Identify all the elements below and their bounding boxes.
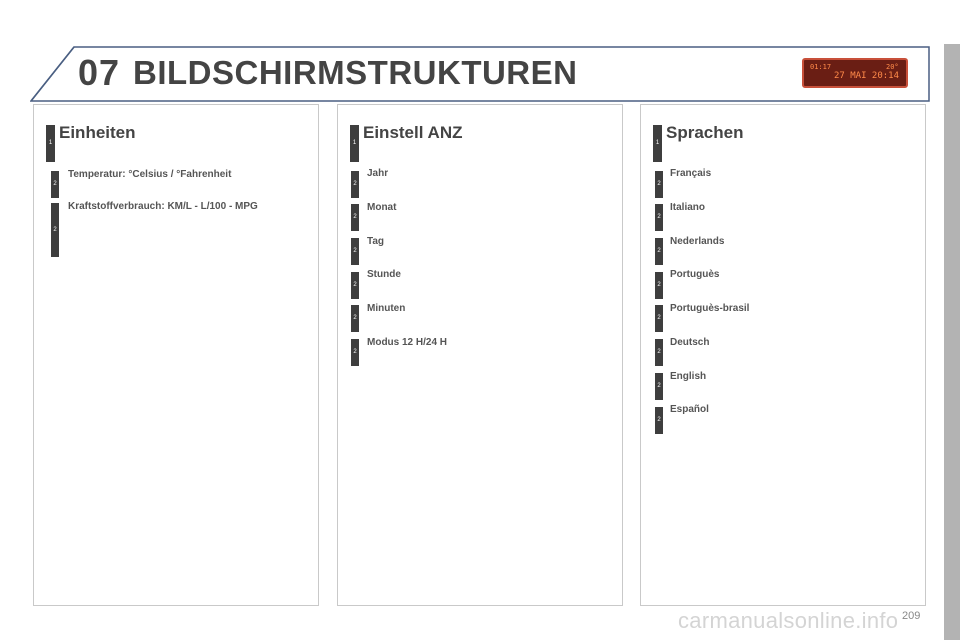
menu-item: Stunde — [367, 269, 401, 280]
menu-item: Minuten — [367, 303, 406, 314]
page-title: BILDSCHIRMSTRUKTUREN — [133, 54, 578, 91]
column-einstell-anz: 1 Einstell ANZ 2 Jahr 2 Monat 2 Tag 2 St… — [337, 104, 623, 606]
level-2-marker: 2 — [351, 238, 359, 265]
watermark-text: carmanualsonline.info — [678, 608, 899, 633]
column-sprachen: 1 Sprachen 2 Français 2 Italiano 2 Neder… — [640, 104, 926, 606]
column-heading: Sprachen — [666, 123, 744, 142]
menu-item: Modus 12 H/24 H — [367, 337, 448, 348]
page-number: 209 — [902, 610, 921, 622]
menu-item: Italiano — [670, 202, 706, 213]
level-2-marker: 2 — [351, 171, 359, 198]
menu-item: Tag — [367, 236, 385, 247]
chapter-number: 07 — [78, 52, 121, 93]
chapter-header: 07 BILDSCHIRMSTRUKTUREN 01:17 20° 27 MAI… — [30, 46, 930, 102]
level-2-marker: 2 — [351, 339, 359, 366]
level-2-marker: 2 — [351, 204, 359, 231]
level-2-marker: 2 — [655, 238, 663, 265]
display-temp: 20° — [886, 63, 899, 71]
level-2-marker: 2 — [655, 407, 663, 434]
level-2-marker: 2 — [51, 171, 59, 198]
menu-item: Nederlands — [670, 236, 725, 247]
level-1-marker: 1 — [350, 125, 359, 162]
level-2-marker: 2 — [655, 204, 663, 231]
display-time: 01:17 — [810, 63, 832, 71]
level-2-marker: 2 — [655, 171, 663, 198]
radio-display-image: 01:17 20° 27 MAI 20:14 — [802, 58, 908, 88]
menu-item: Monat — [367, 202, 397, 213]
menu-item: Español — [670, 404, 709, 415]
level-2-marker: 2 — [655, 339, 663, 366]
level-2-marker: 2 — [351, 305, 359, 332]
column-heading: Einstell ANZ — [363, 123, 463, 142]
menu-item: Deutsch — [670, 337, 710, 348]
menu-item: English — [670, 371, 707, 382]
header-frame — [30, 46, 930, 102]
column-heading: Einheiten — [59, 123, 136, 142]
column-einheiten: 1 Einheiten 2 Temperatur: °Celsius / °Fa… — [33, 104, 319, 606]
level-2-marker: 2 — [655, 272, 663, 299]
display-date: 27 MAI 20:14 — [834, 71, 900, 81]
side-tab-bar — [944, 44, 960, 640]
menu-item: Portuguès-brasil — [670, 303, 750, 314]
level-1-marker: 1 — [653, 125, 662, 162]
level-2-marker: 2 — [655, 373, 663, 400]
menu-item: Portuguès — [670, 269, 720, 280]
level-2-marker: 2 — [351, 272, 359, 299]
menu-item: Kraftstoffverbrauch: KM/L - L/100 - MPG — [68, 201, 258, 212]
menu-item: Français — [670, 168, 712, 179]
level-2-marker: 2 — [655, 305, 663, 332]
level-2-marker: 2 — [51, 203, 59, 257]
menu-item: Temperatur: °Celsius / °Fahrenheit — [68, 169, 232, 180]
menu-item: Jahr — [367, 168, 389, 179]
level-1-marker: 1 — [46, 125, 55, 162]
